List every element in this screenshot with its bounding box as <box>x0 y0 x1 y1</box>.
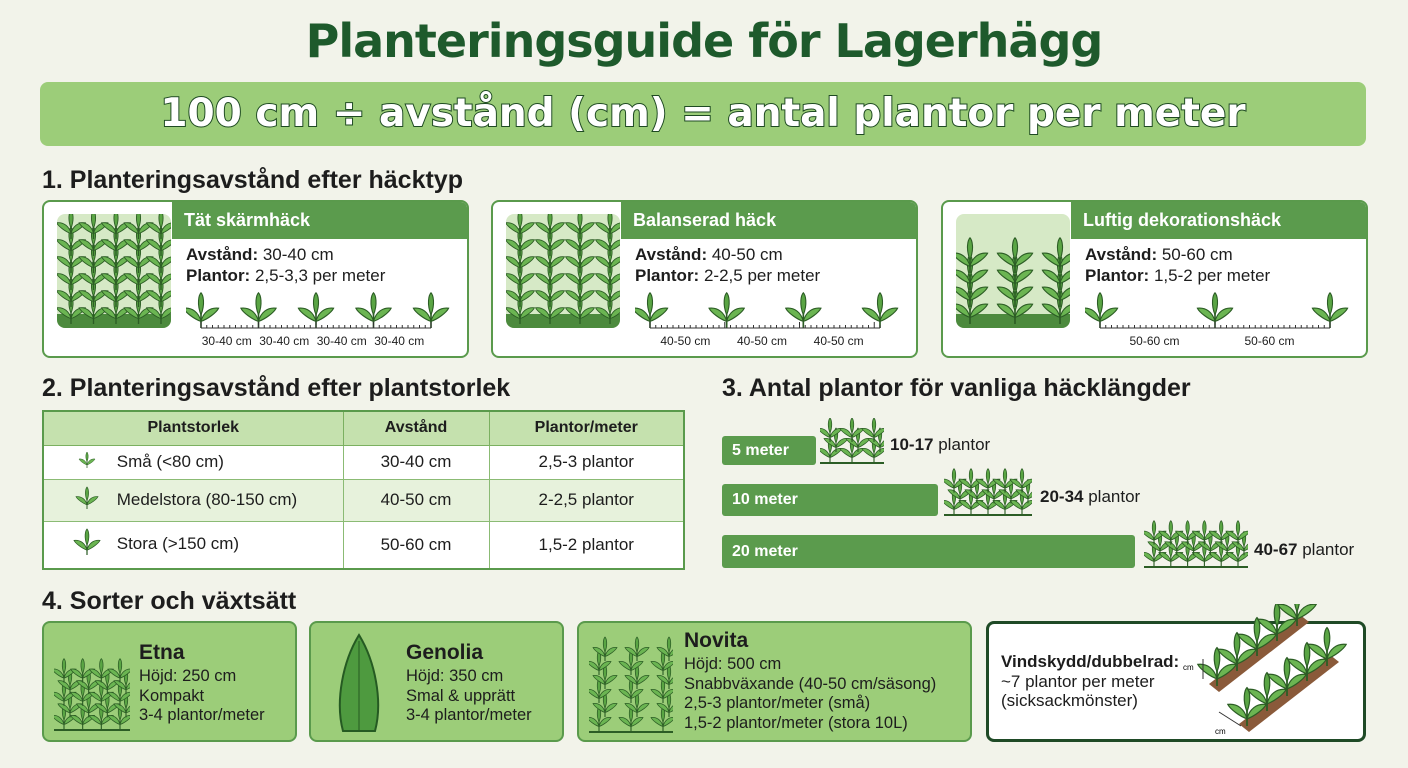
hedge-icon <box>941 468 1041 516</box>
hedge-icon <box>817 417 893 464</box>
section2-heading: 2. Planteringsavstånd efter plantstorlek <box>42 374 511 402</box>
tall-shrub-icon <box>586 633 682 733</box>
windbreak-info: Vindskydd/dubbelrad:~7 plantor per meter… <box>1001 652 1180 710</box>
col-header: Avstånd <box>342 410 490 446</box>
section3-heading: 3. Antal plantor för vanliga häcklängder <box>722 374 1191 402</box>
cell: Medelstora (80-150 cm) <box>116 489 298 509</box>
plant-icon <box>72 450 112 475</box>
hedge-illustration <box>57 214 171 328</box>
plant-icon <box>72 527 112 562</box>
section1-heading: 1. Planteringsavstånd efter häcktyp <box>42 166 463 194</box>
spacing-label: 30-40 cm <box>316 334 367 348</box>
spacing-label: 40-50 cm <box>737 334 788 348</box>
hedge-type-card: Luftig dekorationshäck Avstånd: 50-60 cm… <box>941 200 1368 358</box>
spacing-label: 40-50 cm <box>660 334 711 348</box>
variety-name: Etna <box>139 641 185 664</box>
double-row-diagram: cm cm <box>1183 604 1348 736</box>
cell: 2-2,5 plantor <box>488 478 685 522</box>
cell: 30-40 cm <box>342 444 490 480</box>
spacing-label: 30-40 cm <box>374 334 425 348</box>
card-title: Balanserad häck <box>621 202 916 239</box>
cell: Stora (>150 cm) <box>116 534 240 554</box>
windbreak-card: Vindskydd/dubbelrad:~7 plantor per meter… <box>986 604 1366 742</box>
cell: 2,5-3 plantor <box>488 444 685 480</box>
section4-heading: 4. Sorter och växtsätt <box>42 587 297 615</box>
spacing-label: 50-60 cm <box>1244 334 1295 348</box>
length-bar-5m: 5 meter <box>722 436 816 465</box>
table-header-row: Plantstorlek Avstånd Plantor/meter <box>42 410 685 446</box>
card-title: Luftig dekorationshäck <box>1071 202 1366 239</box>
hedge-icon <box>1141 520 1257 568</box>
spacing-label: 30-40 cm <box>201 334 252 348</box>
svg-text:cm: cm <box>1215 727 1226 736</box>
length-bar-20m: 20 meter <box>722 535 1135 568</box>
spacing-label: 30-40 cm <box>259 334 310 348</box>
spacing-ruler <box>635 292 899 329</box>
spacing-label: 40-50 cm <box>813 334 864 348</box>
hedge-illustration <box>506 214 620 328</box>
spacing-ruler <box>186 292 450 329</box>
hedge-illustration <box>956 214 1070 328</box>
cell: 40-50 cm <box>342 478 490 522</box>
card-title: Tät skärmhäck <box>172 202 467 239</box>
variety-name: Genolia <box>406 641 484 664</box>
cell: Små (<80 cm) <box>116 451 224 471</box>
spacing-ruler <box>1085 292 1349 329</box>
col-header: Plantor/meter <box>488 410 685 446</box>
count-20m: 40-67 plantor <box>1254 540 1355 559</box>
formula-banner: 100 cm ÷ avstånd (cm) = antal plantor pe… <box>40 82 1366 146</box>
cell: 50-60 cm <box>342 520 490 570</box>
plant-icon <box>72 485 112 516</box>
spacing-label: 50-60 cm <box>1129 334 1180 348</box>
cell: 1,5-2 plantor <box>488 520 685 570</box>
columnar-shrub-icon <box>338 633 380 732</box>
variety-name: Novita <box>684 629 749 652</box>
page-title: Planteringsguide för Lagerhägg <box>305 14 1104 68</box>
length-bar-10m: 10 meter <box>722 484 938 516</box>
plant-size-table: Plantstorlek Avstånd Plantor/meter Små (… <box>42 410 685 570</box>
col-header: Plantstorlek <box>42 410 344 446</box>
count-10m: 20-34 plantor <box>1040 487 1141 506</box>
svg-text:cm: cm <box>1183 663 1194 672</box>
shrub-icon <box>51 657 139 731</box>
count-5m: 10-17 plantor <box>890 435 991 454</box>
